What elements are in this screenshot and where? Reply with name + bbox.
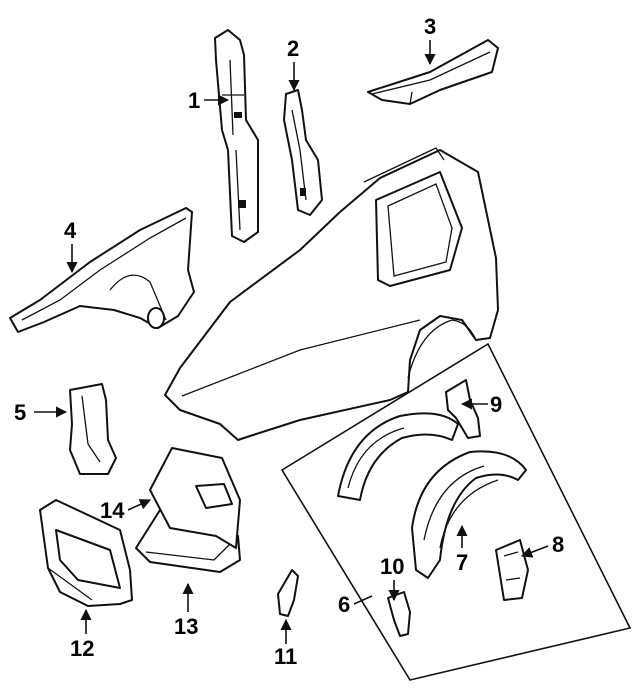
- leader-lines: [34, 40, 549, 644]
- callout-14: 14: [100, 498, 125, 523]
- quarter-panel: [164, 147, 499, 441]
- callout-10: 10: [380, 554, 404, 579]
- callout-9: 9: [490, 392, 502, 417]
- part-3-rail: [367, 39, 499, 105]
- callout-4: 4: [64, 218, 77, 243]
- part-8-bracket: [495, 539, 529, 601]
- callout-3: 3: [424, 14, 436, 39]
- part-14-mount: [149, 447, 241, 549]
- callout-2: 2: [287, 36, 299, 61]
- callout-11: 11: [274, 644, 297, 669]
- part-5-panel: [69, 383, 117, 475]
- part-10-bracket: [387, 591, 411, 637]
- callout-12: 12: [70, 636, 94, 661]
- wheelhouse-inner: [337, 412, 459, 501]
- part-1-pillar: [214, 29, 259, 243]
- callout-8: 8: [552, 532, 564, 557]
- part-12-lamp-housing: [39, 499, 133, 607]
- part-7-wheelhouse: [411, 450, 527, 579]
- callout-7: 7: [456, 550, 468, 575]
- callout-6: 6: [338, 592, 350, 617]
- callout-1: 1: [188, 88, 200, 113]
- callout-5: 5: [14, 400, 26, 425]
- part-11-bracket: [277, 569, 299, 617]
- part-4-inner-panel: [9, 207, 195, 333]
- part-2-reinforcement: [283, 89, 323, 216]
- callout-13: 13: [174, 614, 198, 639]
- part-6-group-box: [280, 342, 632, 681]
